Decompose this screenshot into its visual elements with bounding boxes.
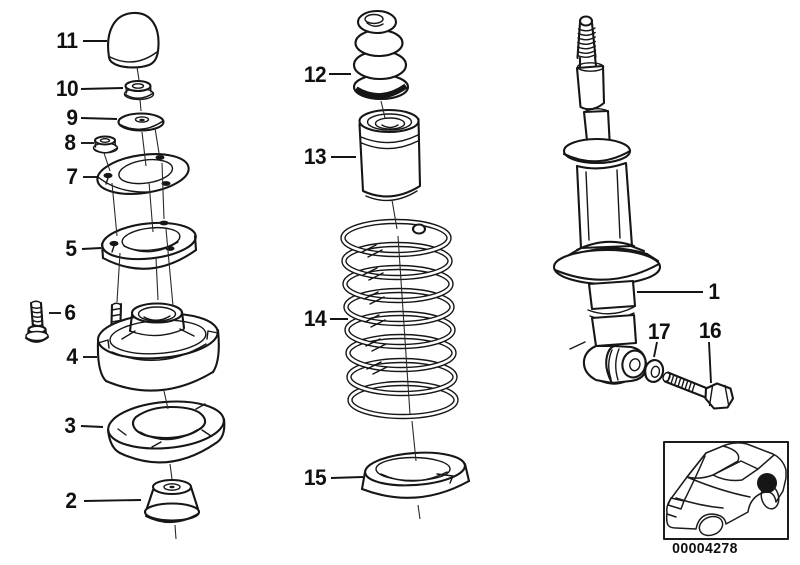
exploded-axis-lines	[103, 66, 421, 540]
callout-8[interactable]: 8	[64, 130, 76, 155]
part-7-plate-drawing	[96, 153, 190, 195]
callout-10[interactable]: 10	[55, 76, 79, 101]
part-1-shock-absorber-drawing	[552, 15, 662, 385]
part-4-strut-mount-drawing	[96, 302, 220, 392]
callout-16[interactable]: 16	[698, 318, 722, 343]
part-11-dome-cap-drawing	[107, 11, 160, 69]
callout-15[interactable]: 15	[303, 465, 327, 490]
callout-9[interactable]: 9	[66, 105, 78, 130]
part-2-protection-cap-drawing	[143, 478, 201, 524]
callout-14[interactable]: 14	[303, 306, 327, 331]
part-12-bump-stop-drawing	[352, 9, 410, 101]
callout-3[interactable]: 3	[64, 413, 76, 438]
car-location-inset	[663, 441, 789, 540]
callout-12[interactable]: 12	[303, 62, 327, 87]
part-3-rubber-ring-drawing	[106, 400, 226, 464]
leader-lines	[49, 40, 712, 502]
diagram-image-number: 00004278	[672, 541, 738, 557]
callout-1[interactable]: 1	[708, 279, 720, 304]
part-13-protective-tube-drawing	[358, 108, 422, 202]
callout-17[interactable]: 17	[647, 319, 671, 344]
part-9-washer-drawing	[117, 112, 165, 132]
callout-7[interactable]: 7	[66, 164, 78, 189]
part-14-coil-spring-drawing	[343, 222, 456, 417]
callout-5[interactable]: 5	[65, 236, 77, 261]
part-8-nut-drawing	[92, 135, 119, 154]
callout-2[interactable]: 2	[65, 488, 77, 513]
inset-border	[663, 441, 789, 540]
part-6-screw-drawing	[24, 300, 50, 343]
callout-11[interactable]: 11	[56, 28, 78, 53]
car-outline-icon	[665, 442, 787, 537]
location-dot	[757, 473, 777, 493]
part-15-spring-pad-drawing	[360, 451, 471, 499]
part-5-support-ring-drawing	[100, 220, 198, 270]
callout-13[interactable]: 13	[303, 144, 327, 169]
part-17-washer-drawing	[643, 359, 665, 383]
part-10-nut-drawing	[123, 79, 155, 101]
part-16-bolt-drawing	[662, 371, 735, 410]
callout-4[interactable]: 4	[66, 344, 78, 369]
callout-6[interactable]: 6	[64, 300, 76, 325]
